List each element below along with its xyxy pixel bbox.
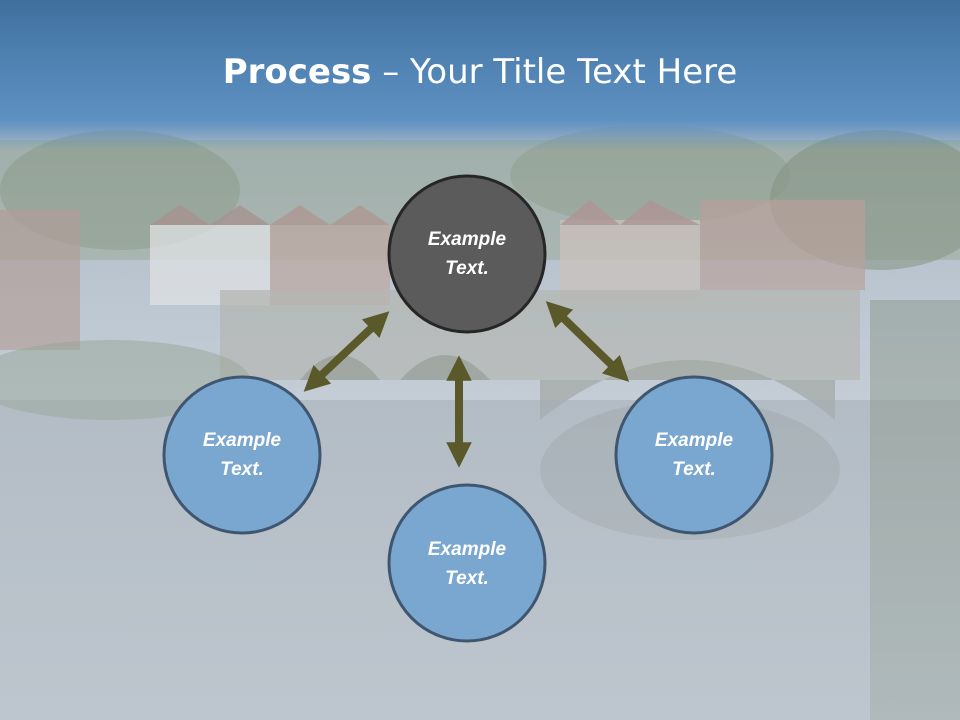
- node-right-label: Example Text.: [614, 426, 774, 484]
- arrow-center-left: [303, 311, 390, 392]
- title-bold: Process: [222, 52, 372, 92]
- node-center-label: Example Text.: [387, 225, 547, 283]
- title-band: [0, 0, 960, 150]
- node-center-line1: Example: [427, 229, 507, 250]
- slide-title: Process – Your Title Text Here: [0, 52, 960, 92]
- node-left-line2: Text.: [220, 459, 264, 480]
- arrow-center-right: [545, 301, 630, 382]
- node-left-line1: Example: [202, 430, 282, 451]
- node-left-label: Example Text.: [162, 426, 322, 484]
- node-bottom-line2: Text.: [445, 568, 489, 589]
- node-center-circle[interactable]: [387, 174, 547, 334]
- node-center-line2: Text.: [445, 258, 489, 279]
- node-bottom-label: Example Text.: [387, 535, 547, 593]
- node-right-line2: Text.: [672, 459, 716, 480]
- node-bottom-line1: Example: [427, 539, 507, 560]
- node-left-circle[interactable]: [162, 375, 322, 535]
- node-bottom-circle[interactable]: [387, 483, 547, 643]
- title-rest: – Your Title Text Here: [371, 52, 738, 92]
- node-right-circle[interactable]: [614, 375, 774, 535]
- node-right-line1: Example: [654, 430, 734, 451]
